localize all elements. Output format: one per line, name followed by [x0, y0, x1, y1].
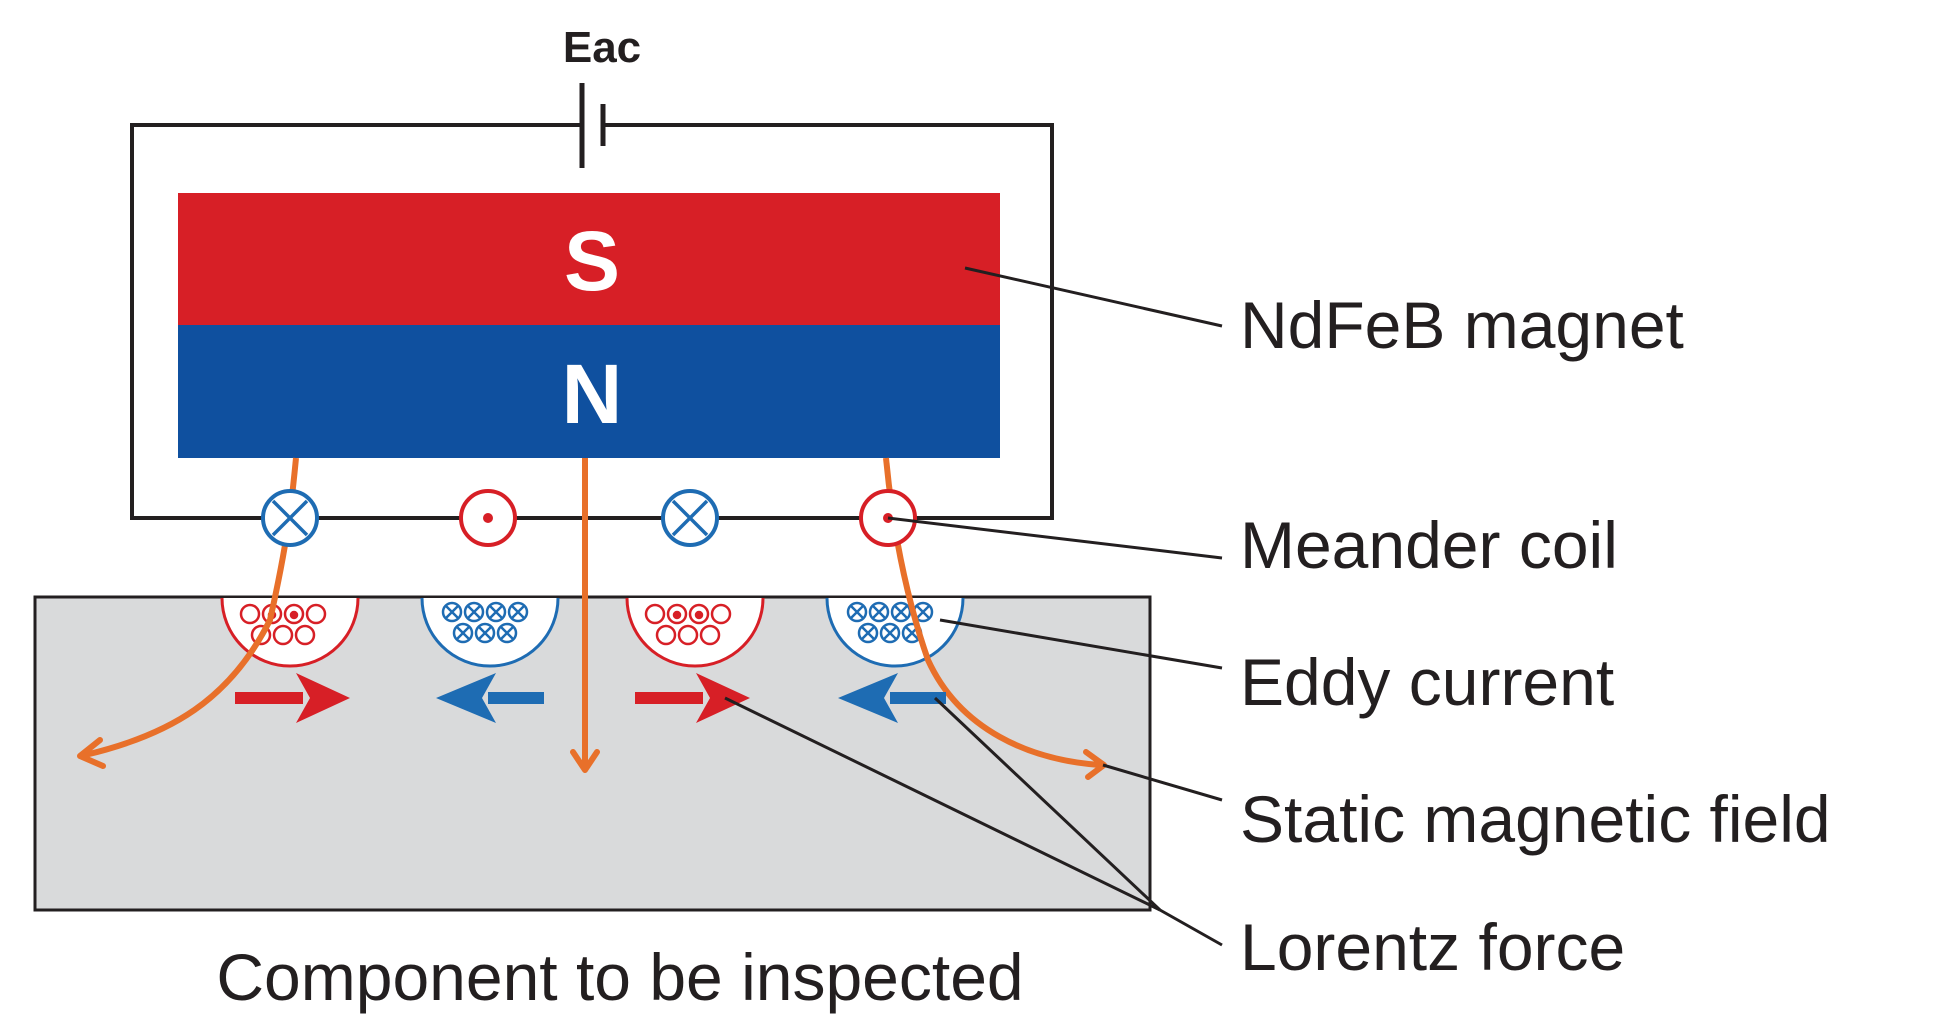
coil-conductor-1 [261, 489, 319, 547]
leader-force-2 [933, 696, 1162, 912]
leader-force-1 [724, 696, 1161, 912]
north-pole-label: N [562, 347, 623, 441]
magnet-south-pole [178, 193, 1000, 325]
eddy-current-region-1 [220, 598, 360, 668]
coil-conductor-2 [459, 489, 517, 547]
lorentz-force-arrow-2 [436, 673, 544, 723]
lorentz-force-arrow-3 [635, 673, 750, 723]
lorentz-force-arrow-4 [838, 673, 946, 723]
label-ndfeb-magnet: NdFeB magnet [1240, 288, 1684, 362]
label-meander-coil: Meander coil [1240, 508, 1618, 582]
label-static-magnetic-field: Static magnetic field [1240, 782, 1831, 856]
leader-lines [724, 266, 1223, 947]
field-arrowhead-center [570, 749, 600, 773]
eddy-current-region-2 [420, 598, 560, 668]
coil-circuit-wire [130, 123, 1054, 520]
leader-eddy [939, 618, 1223, 670]
leader-coil [887, 516, 1223, 560]
lorentz-force-arrow-1 [235, 673, 350, 723]
coil-conductor-3 [661, 489, 719, 547]
magnet-north-pole [178, 325, 1000, 458]
leader-force-3 [1159, 908, 1223, 947]
ac-source-symbol [534, 83, 650, 168]
field-arrowhead-left [77, 737, 106, 769]
label-lorentz-force: Lorentz force [1240, 910, 1625, 984]
leader-magnet [964, 266, 1223, 328]
label-component: Component to be inspected [216, 940, 1023, 1014]
label-eddy-current: Eddy current [1240, 645, 1614, 719]
source-label: Eac [563, 23, 641, 72]
south-pole-label: S [564, 214, 620, 308]
leader-field [1102, 763, 1223, 802]
eddy-current-region-4 [825, 598, 965, 668]
eddy-current-region-3 [625, 598, 765, 668]
